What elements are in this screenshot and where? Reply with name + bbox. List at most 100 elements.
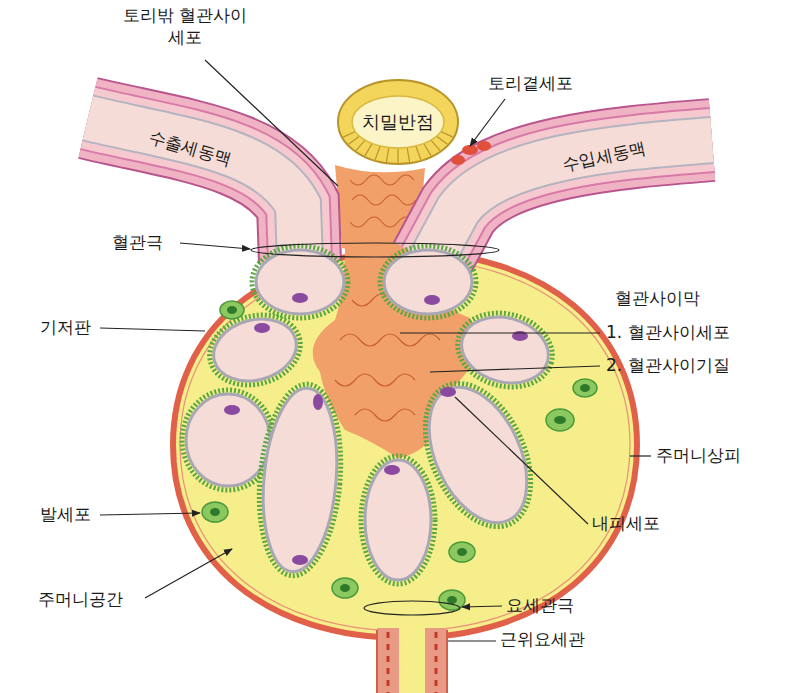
macula-densa-cell — [343, 132, 355, 138]
capillary — [404, 367, 552, 544]
macula-densa-cell — [416, 146, 421, 160]
endothelial-nucleus — [313, 394, 323, 410]
capillary-lumen — [365, 460, 431, 580]
part-label: 근위요세관 — [500, 628, 585, 650]
tubule-wall — [338, 80, 458, 164]
part-label: 토리밖 혈관사이세포 — [120, 4, 250, 48]
capillary-lumen — [410, 372, 547, 538]
node-text-holder: 치밀반점 — [362, 110, 434, 133]
podocyte-nucleus — [210, 508, 220, 516]
leader-line — [455, 397, 588, 524]
macula-densa-cell — [386, 147, 389, 162]
leader-line — [630, 455, 651, 456]
foot-processes — [252, 381, 348, 579]
foot-processes — [361, 456, 435, 584]
capillary-lumen — [207, 310, 304, 390]
capillary-loops — [182, 246, 561, 584]
endothelial-nucleus — [254, 323, 270, 333]
podocyte-nucleus — [554, 416, 566, 424]
podocyte — [573, 379, 597, 397]
node-label: 치밀반점 — [362, 110, 434, 133]
tubule-lumen — [352, 96, 444, 148]
macula-densa-cell — [375, 146, 380, 160]
foot-processes — [404, 367, 552, 544]
arteriole-layer — [88, 118, 300, 262]
podocyte-nucleus — [227, 306, 237, 314]
capillary-lumen — [186, 394, 270, 486]
endothelial-nucleus — [292, 293, 308, 303]
arteriole-layer — [88, 118, 300, 262]
podocytes — [202, 301, 597, 610]
urinary-pole-ring — [364, 601, 460, 615]
leader-line — [400, 332, 600, 333]
part-label: 토리곁세포 — [488, 72, 573, 94]
macula-densa-cell — [437, 136, 448, 144]
podocyte-nucleus — [580, 384, 590, 392]
leader-line — [430, 366, 600, 372]
tubule-nuclei — [435, 632, 438, 693]
capillary — [252, 381, 348, 579]
capillary — [361, 456, 435, 584]
leader-arrow — [470, 99, 505, 146]
podocyte-nucleus — [457, 548, 467, 556]
part-label: 혈관사이막 — [615, 287, 700, 309]
podocyte — [449, 542, 475, 562]
leader-line — [448, 640, 496, 641]
jg-cell — [462, 145, 478, 155]
macula-densa-cell — [407, 147, 410, 162]
arteriole-lumen — [88, 118, 300, 262]
podocyte-nucleus — [340, 584, 350, 592]
jg-cell — [477, 141, 491, 151]
endothelial-nucleus — [384, 465, 400, 475]
podocyte — [439, 590, 465, 610]
leader-arrow — [100, 513, 200, 515]
proximal-tubule — [377, 624, 447, 693]
macula-densa-cell — [397, 148, 398, 163]
capillary-lumen — [454, 308, 556, 393]
endothelial-nuclei — [224, 293, 528, 565]
foot-processes — [182, 390, 274, 490]
part-label: 2. 혈관사이기질 — [606, 354, 730, 376]
part-label: 발세포 — [40, 503, 91, 525]
part-label: 혈관극 — [112, 231, 163, 253]
foot-processes — [202, 305, 308, 394]
capillary — [182, 390, 274, 490]
arteriole-layer — [88, 118, 300, 262]
podocyte — [220, 301, 244, 319]
podocyte — [546, 409, 574, 431]
part-label: 요세관극 — [506, 594, 574, 616]
capillary-lumen — [384, 250, 472, 314]
podocyte-nucleus — [447, 596, 457, 604]
capillary-lumen — [256, 385, 344, 575]
leader-lines — [100, 60, 651, 641]
foot-processes — [449, 303, 560, 397]
arteriole-layer — [88, 118, 300, 262]
leader-line — [100, 328, 205, 331]
macula-densa-cell — [441, 132, 453, 138]
podocyte — [332, 578, 358, 598]
tubule-edge — [446, 630, 448, 693]
jg-cell — [451, 155, 465, 165]
tubule-nuclei — [387, 632, 390, 693]
macula-densa-cell — [356, 140, 365, 150]
macula-densa-cell — [349, 136, 360, 144]
endothelial-nucleus — [292, 555, 308, 565]
podocyte — [202, 502, 228, 522]
leader-arrow — [180, 243, 250, 249]
part-label: 주머니상피 — [656, 444, 741, 466]
endothelial-nucleus — [424, 295, 440, 305]
endothelial-nucleus — [224, 405, 240, 415]
part-label: 1. 혈관사이세포 — [606, 321, 730, 343]
macula-densa-cell — [365, 144, 372, 156]
endothelial-nucleus — [440, 387, 456, 397]
leader-arrow — [462, 606, 502, 607]
leader-arrow — [145, 549, 232, 598]
vascular-pole-ring — [251, 243, 499, 257]
macula-densa-cell — [431, 140, 440, 150]
tubule-edge — [376, 630, 378, 693]
tubule-lumen — [399, 624, 425, 693]
arteriole-layer — [88, 118, 300, 262]
capillary — [202, 305, 308, 394]
capillary — [449, 303, 560, 397]
